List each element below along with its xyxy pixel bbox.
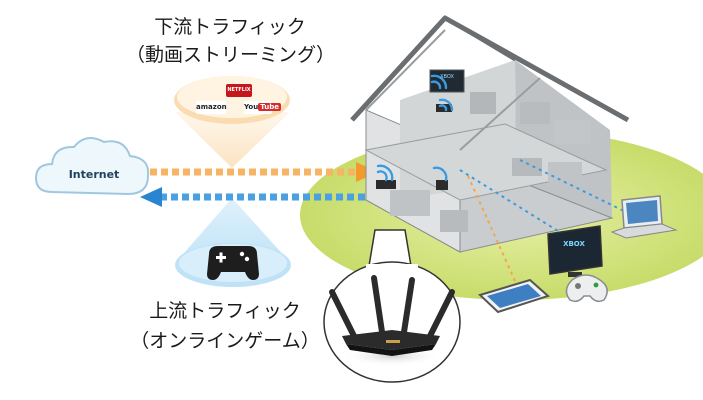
wifi-icon	[376, 74, 454, 182]
laptop-icon	[610, 195, 678, 239]
downstream-subtitle: （動画ストリーミング）	[125, 44, 335, 66]
upstream-title: 上流トラフィック	[149, 300, 301, 322]
upstream-arrow	[140, 187, 365, 207]
controller-icon	[565, 274, 608, 303]
netflix-logo: NETFLIX	[226, 84, 252, 97]
downstream-title: 下流トラフィック	[154, 16, 306, 38]
tv-brand-label: XBOX	[563, 240, 585, 248]
gamepad-icon	[207, 246, 259, 280]
wireless-links	[459, 159, 631, 293]
youtube-logo-you: You	[244, 103, 259, 111]
tablet-icon	[478, 278, 550, 314]
house	[350, 15, 630, 253]
tv-upstairs-brand-label: XBOX	[440, 74, 454, 80]
upstream-subtitle: （オンラインゲーム）	[130, 330, 320, 352]
upstream-cone	[175, 198, 291, 287]
tv-icon	[547, 225, 603, 277]
amazon-logo: amazon	[196, 101, 227, 114]
internet-cloud	[34, 137, 150, 196]
router-icon	[329, 275, 455, 356]
youtube-logo-tube: Tube	[258, 103, 281, 111]
internet-label: Internet	[68, 168, 120, 181]
